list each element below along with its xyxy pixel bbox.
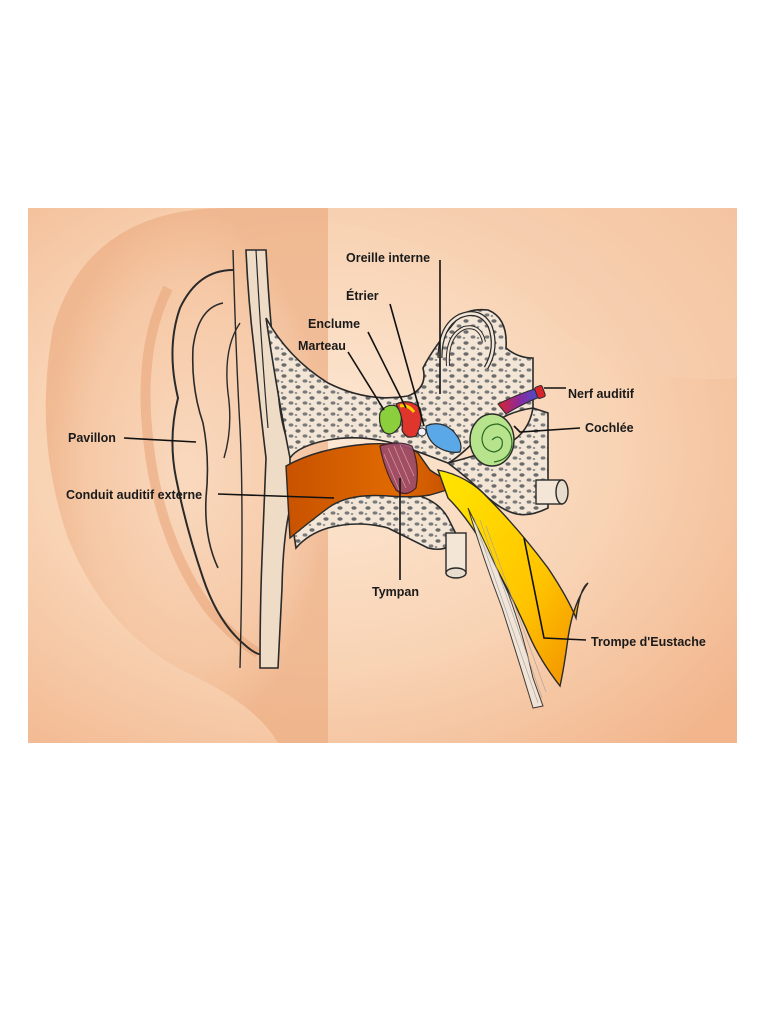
label-etrier: Étrier <box>346 288 379 303</box>
label-trompe-d-eustache: Trompe d'Eustache <box>591 635 706 649</box>
temporal-bone-wall-line <box>232 249 243 669</box>
stapes <box>425 423 462 453</box>
eardrum <box>379 442 418 495</box>
leader-conduit <box>217 493 335 499</box>
eardrum-fibers <box>383 444 415 493</box>
semicircular-canals <box>437 311 496 370</box>
label-oreille-interne: Oreille interne <box>346 251 430 265</box>
leader-cochlee <box>513 425 581 433</box>
label-cochlee: Cochlée <box>585 421 634 435</box>
cochlea-spiral <box>481 423 513 463</box>
pavillon-outline <box>171 269 267 656</box>
ossicle-joint <box>417 427 427 437</box>
jugular-tube <box>445 532 467 579</box>
malleus <box>378 404 402 435</box>
incus <box>395 401 422 438</box>
label-enclume: Enclume <box>308 317 360 331</box>
auditory-nerve-end <box>534 385 546 399</box>
head-shading <box>278 208 737 380</box>
label-marteau: Marteau <box>298 339 346 353</box>
leader-marteau <box>347 351 385 411</box>
incus-highlight <box>399 404 416 413</box>
ear-anatomy-diagram: Pavillon Conduit auditif externe Oreille… <box>28 208 737 743</box>
eustachian-tube-wall <box>467 507 544 709</box>
leader-etrier <box>389 303 425 427</box>
label-tympan: Tympan <box>372 585 419 599</box>
outer-ear-rim <box>140 285 261 658</box>
muscle-striations <box>473 517 547 704</box>
leader-trompe <box>523 537 587 641</box>
label-conduit-auditif-externe: Conduit auditif externe <box>66 488 202 502</box>
leader-pavillon <box>123 437 197 443</box>
label-pavillon: Pavillon <box>68 431 116 445</box>
label-nerf-auditif: Nerf auditif <box>568 387 635 401</box>
carotid-canal <box>535 479 569 505</box>
pavillon-inner-fold-2 <box>223 322 241 459</box>
pavillon-inner-fold <box>191 302 224 569</box>
temporal-bone-wall-line-2 <box>255 249 269 429</box>
leader-lines <box>123 260 587 641</box>
leader-enclume <box>367 331 407 409</box>
